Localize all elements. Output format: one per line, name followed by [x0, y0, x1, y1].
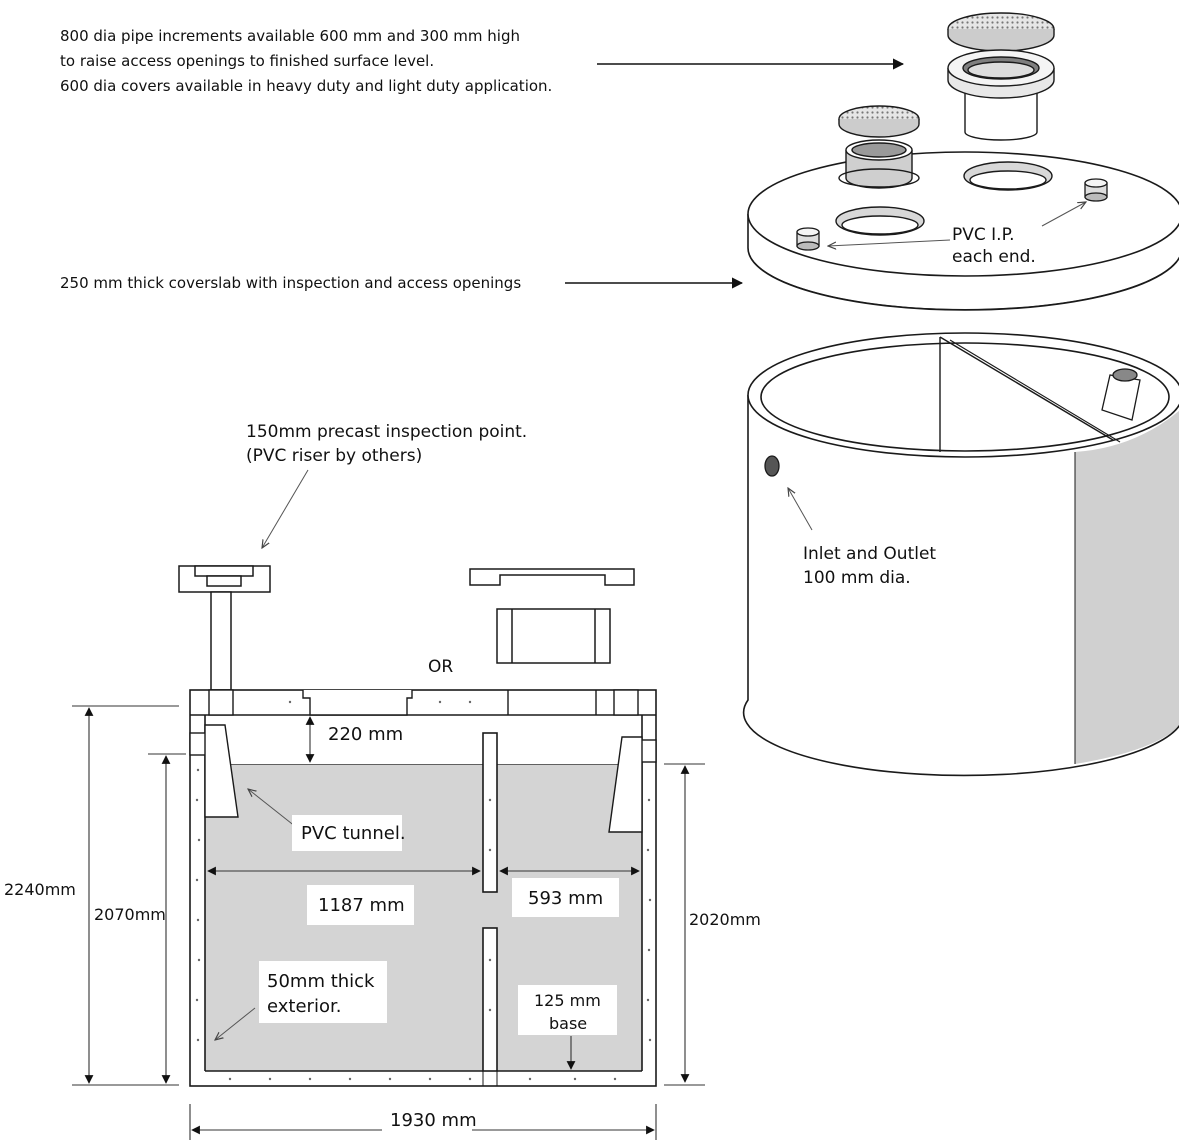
inspection-point-cap: [178, 565, 271, 691]
cover-gap-dim: 220 mm: [328, 724, 403, 745]
increments-note-line3: 600 dia covers available in heavy duty a…: [60, 77, 552, 95]
pvc-ip-plug-left: [796, 227, 820, 251]
pvc-tunnel-arrow: [248, 789, 297, 828]
increments-note-line2: to raise access openings to finished sur…: [60, 52, 434, 70]
exterior-arrow: [215, 1007, 256, 1040]
exterior-label-line2: exterior.: [267, 996, 341, 1017]
right-chamber-box: [512, 878, 619, 917]
pvc-ip-label-line1: PVC I.P.: [952, 225, 1015, 245]
exterior-label-line1: 50mm thick: [267, 971, 375, 992]
inspection-label-line2: (PVC riser by others): [246, 446, 422, 466]
coverslab-section-details: [189, 689, 657, 763]
base-label-line1: 125 mm: [534, 991, 601, 1010]
pvc-ip-plug-right: [1084, 178, 1108, 202]
pvc-tunnel-label: PVC tunnel.: [301, 823, 406, 844]
inlet-arrow: [788, 488, 813, 531]
inlet-label-line2: 100 mm dia.: [803, 568, 911, 588]
inlet-outlet-hole: [764, 455, 780, 477]
wall-height-dim: 2070mm: [94, 905, 166, 924]
left-chamber-dim: 1187 mm: [318, 895, 405, 916]
pvc-tunnel-right: [608, 736, 643, 833]
pvc-ip-arrow-left: [828, 239, 951, 246]
exterior-box: [259, 961, 387, 1023]
dimension-lines: [72, 705, 705, 1140]
inspection-arrow: [262, 469, 309, 548]
increments-note-line1: 800 dia pipe increments available 600 mm…: [60, 27, 520, 45]
concrete-speckles: [195, 700, 652, 1081]
pvc-ip-arrow-right: [1041, 202, 1086, 227]
coverslab-note: 250 mm thick coverslab with inspection a…: [60, 274, 521, 292]
overall-width-box: [382, 1108, 472, 1132]
right-height-dim: 2020mm: [689, 910, 761, 929]
or-label: OR: [428, 657, 453, 677]
base-label-line2: base: [549, 1014, 587, 1033]
iso-tank-body: [742, 332, 1179, 777]
wall-height-box: [93, 903, 163, 925]
cover-gap-box: [321, 721, 407, 747]
inlet-label-line1: Inlet and Outlet: [803, 544, 936, 564]
coverslab-openings: [835, 161, 1053, 236]
right-chamber-dim: 593 mm: [528, 888, 603, 909]
inspection-label-line1: 150mm precast inspection point.: [246, 422, 527, 442]
light-duty-cover: [838, 105, 920, 189]
pvc-tunnel-box: [292, 815, 402, 851]
access-riser-alt: [469, 568, 635, 664]
heavy-duty-cover-riser: [947, 12, 1055, 141]
overall-height-box: [2, 878, 80, 900]
pvc-ip-label-line2: each end.: [952, 247, 1036, 267]
base-box: [518, 985, 617, 1035]
right-height-box: [688, 908, 760, 930]
overall-height-dim: 2240mm: [4, 880, 76, 899]
pvc-tunnel-left: [204, 724, 239, 818]
left-chamber-box: [307, 885, 414, 925]
overall-width-dim: 1930 mm: [390, 1110, 477, 1131]
outlet-fitting: [1101, 368, 1141, 421]
